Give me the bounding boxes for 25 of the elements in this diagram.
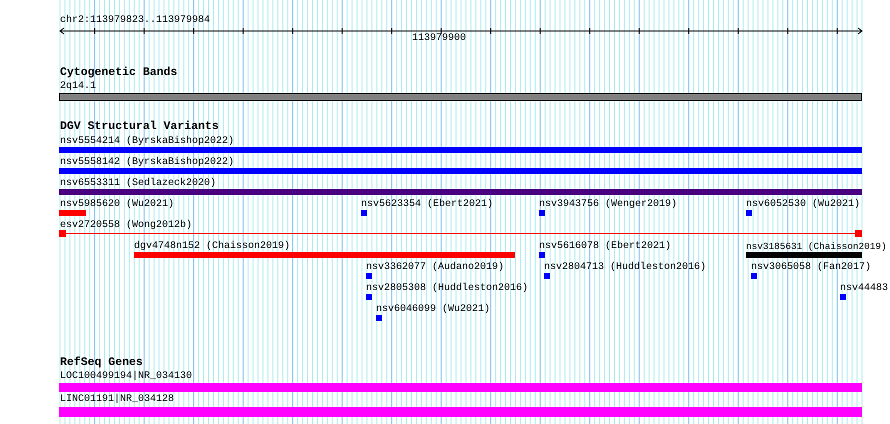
track-heading: RefSeq Genes: [60, 357, 143, 369]
feature-label: LINC01191|NR_034128: [60, 394, 174, 405]
feature-label: dgv4748n152 (Chaisson2019): [134, 241, 290, 252]
feature-label: 2q14.1: [60, 81, 96, 92]
feature-label: nsv5616078 (Ebert2021): [539, 241, 672, 252]
feature-label: nsv2805308 (Huddleston2016): [366, 283, 528, 294]
feature-label: nsv3943756 (Wenger2019): [539, 199, 678, 210]
feature-label: LOC100499194|NR_034130: [60, 371, 192, 382]
feature-label: nsv6052530 (Wu2021): [746, 199, 860, 210]
track-heading: Cytogenetic Bands: [60, 67, 178, 79]
feature-label: nsv5554214 (ByrskaBishop2022): [60, 136, 234, 147]
feature-label: nsv6046099 (Wu2021): [376, 304, 490, 315]
feature-label: esv2720558 (Wong2012b): [60, 220, 192, 231]
feature-label: nsv3362077 (Audano2019): [366, 262, 504, 273]
feature-label: nsv44483: [840, 283, 888, 294]
track-heading: DGV Structural Variants: [60, 121, 219, 133]
feature-label: nsv5558142 (ByrskaBishop2022): [60, 157, 234, 168]
feature-label: nsv2804713 (Huddleston2016): [544, 262, 706, 273]
locus-coordinates: chr2:113979823..113979984: [60, 15, 210, 27]
feature-label: nsv5985620 (Wu2021): [60, 199, 174, 210]
feature-label: nsv5623354 (Ebert2021): [361, 199, 494, 210]
ruler-tick-label: 113979900: [412, 33, 466, 45]
feature-label: nsv3185631 (Chaisson2019): [746, 241, 887, 252]
feature-label: nsv3065058 (Fan2017): [751, 262, 872, 273]
feature-label: nsv6553311 (Sedlazeck2020): [60, 178, 216, 189]
